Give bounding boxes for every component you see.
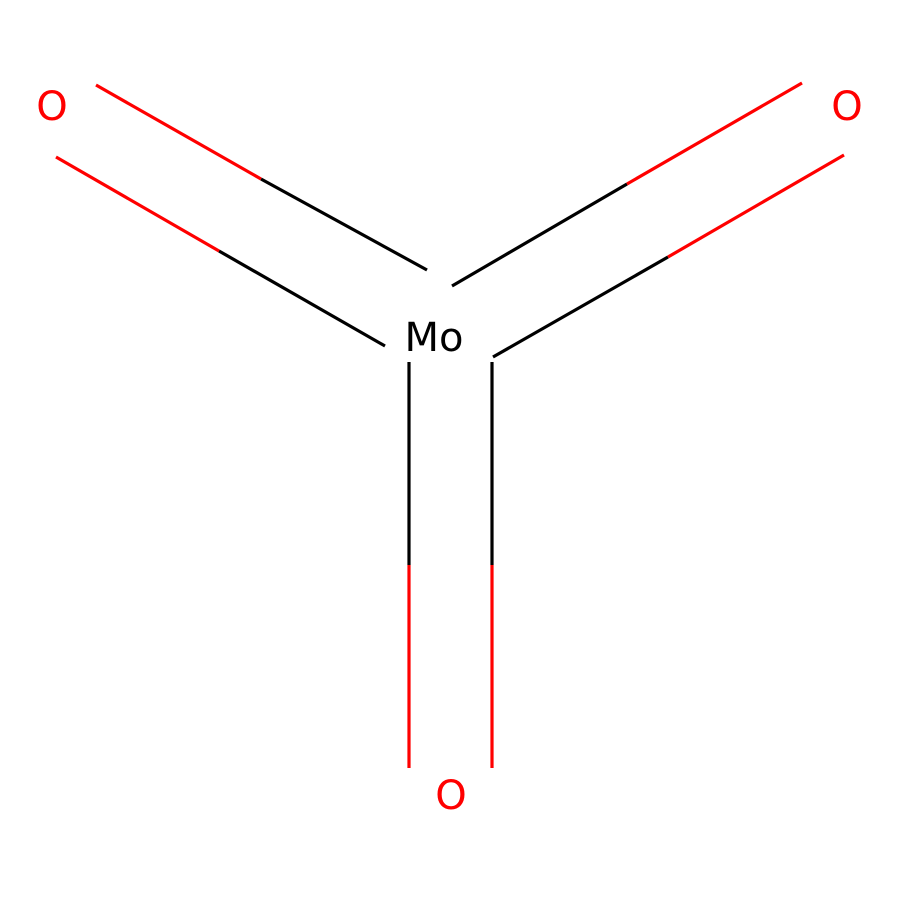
bond-line: [95, 83, 262, 181]
bond-line: [260, 177, 428, 272]
bond-line: [218, 249, 386, 348]
bonds-layer: [55, 81, 845, 768]
atom-label-o-bottom: O: [435, 773, 466, 819]
atom-label-o-right: O: [831, 84, 862, 130]
bond-mo-o-bottom: [407, 362, 494, 768]
bond-mo-o-right: [451, 81, 845, 359]
atom-label-o-left: O: [36, 84, 67, 130]
bond-line: [451, 182, 628, 288]
atoms-layer: Mo O O O: [36, 84, 862, 819]
bond-mo-o-left: [55, 83, 428, 348]
bond-line: [626, 81, 803, 186]
atom-label-mo: Mo: [405, 315, 464, 361]
bond-line: [492, 255, 669, 359]
bond-line: [55, 155, 220, 253]
bond-line: [667, 153, 845, 259]
